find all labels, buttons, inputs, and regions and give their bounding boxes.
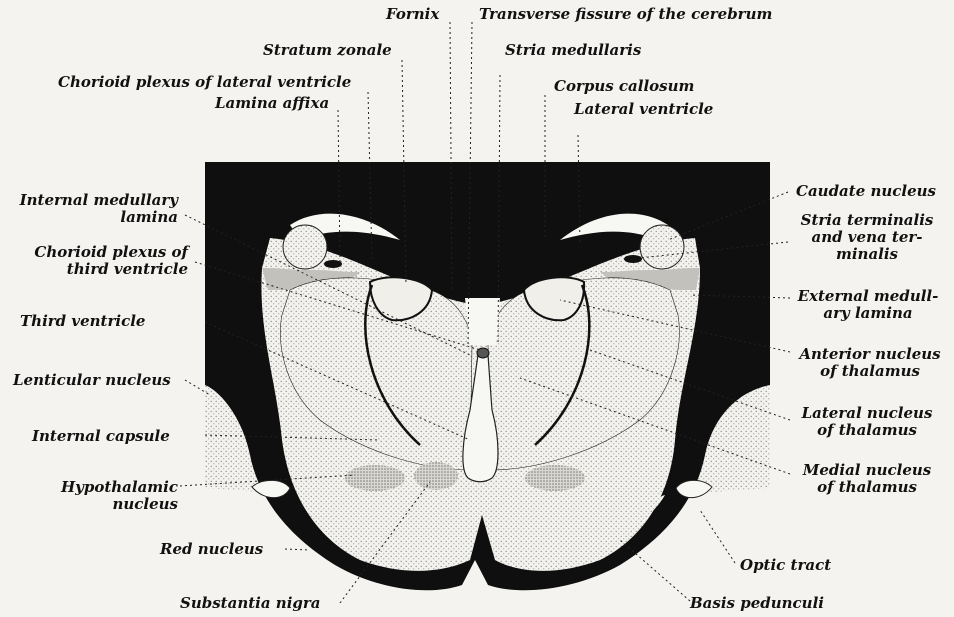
label-lateral-nucleus: Lateral nucleus of thalamus [792,405,942,439]
label-internal-medullary-lamina-line2: lamina [8,209,178,226]
fornix-notch [465,298,500,345]
label-chorioid-plexus-third-line1: Chorioid plexus of [8,244,188,261]
label-medial-nucleus-line2: of thalamus [792,479,942,496]
label-lateral-nucleus-line1: Lateral nucleus [792,405,942,422]
label-substantia-nigra: Substantia nigra [180,595,321,612]
label-anterior-nucleus-line1: Anterior nucleus [792,346,948,363]
red-nucleus-left [414,462,458,490]
label-chorioid-plexus-third: Chorioid plexus of third ventricle [8,244,188,278]
label-anterior-nucleus-line2: of thalamus [792,363,948,380]
label-stratum-zonale: Stratum zonale [263,42,392,59]
label-internal-medullary-lamina-line1: Internal medullary [8,192,178,209]
label-optic-tract: Optic tract [740,557,831,574]
label-third-ventricle: Third ventricle [20,313,145,330]
label-hypothalamic-nucleus-line1: Hypothalamic [20,479,178,496]
label-fornix: Fornix [386,6,439,23]
label-corpus-callosum: Corpus callosum [554,78,694,95]
label-external-medullary-lamina: External medull- ary lamina [788,288,948,322]
label-lateral-ventricle: Lateral ventricle [574,101,713,118]
label-lateral-nucleus-line2: of thalamus [792,422,942,439]
label-transverse-fissure: Transverse fissure of the cerebrum [479,6,772,23]
label-stria-terminalis-line3: minalis [792,246,942,263]
label-anterior-nucleus: Anterior nucleus of thalamus [792,346,948,380]
hypothalamic-nucleus-left [345,465,405,491]
label-internal-medullary-lamina: Internal medullary lamina [8,192,178,226]
label-chorioid-plexus-lateral: Chorioid plexus of lateral ventricle [58,74,351,91]
label-lamina-affixa: Lamina affixa [215,95,329,112]
label-external-medullary-lamina-line1: External medull- [788,288,948,305]
label-internal-capsule: Internal capsule [32,428,170,445]
stria-terminalis-left [324,260,342,268]
stria-terminalis-right [624,255,642,263]
hypothalamic-nucleus-right [525,465,585,491]
label-medial-nucleus-line1: Medial nucleus [792,462,942,479]
label-caudate-nucleus: Caudate nucleus [796,183,936,200]
optic-tract-left [252,480,290,497]
label-hypothalamic-nucleus: Hypothalamic nucleus [20,479,178,513]
label-basis-pedunculi: Basis pedunculi [690,595,824,612]
label-stria-medullaris: Stria medullaris [505,42,641,59]
optic-tract-right [676,480,712,497]
label-external-medullary-lamina-line2: ary lamina [788,305,948,322]
label-red-nucleus: Red nucleus [160,541,263,558]
caudate-nucleus-right [640,225,684,269]
label-medial-nucleus: Medial nucleus of thalamus [792,462,942,496]
label-stria-terminalis-line2: and vena ter- [792,229,942,246]
label-stria-terminalis-line1: Stria terminalis [792,212,942,229]
label-hypothalamic-nucleus-line2: nucleus [20,496,178,513]
label-chorioid-plexus-third-line2: third ventricle [8,261,188,278]
label-lenticular-nucleus: Lenticular nucleus [13,372,171,389]
caudate-nucleus-left [283,225,327,269]
label-stria-terminalis: Stria terminalis and vena ter- minalis [792,212,942,263]
